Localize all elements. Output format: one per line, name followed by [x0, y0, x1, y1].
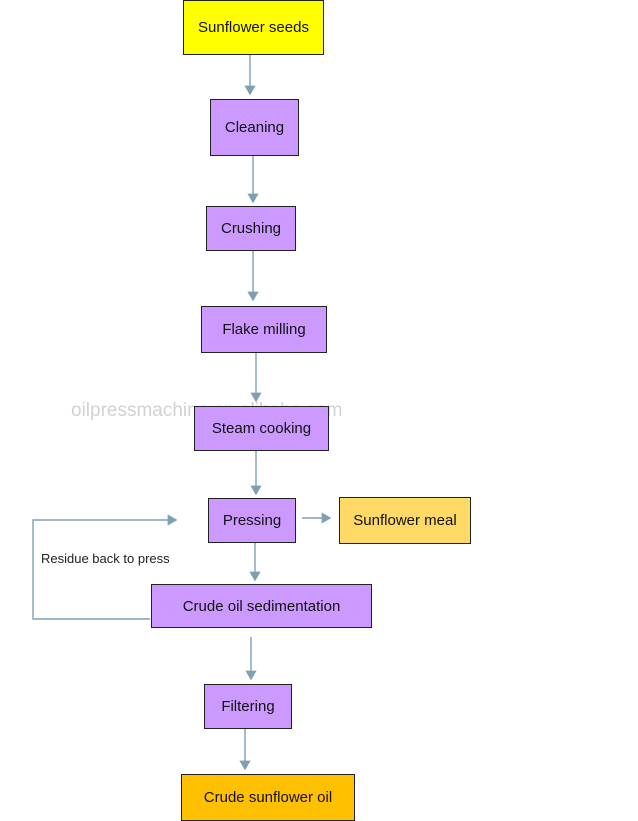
step-crude-oil-sedimentation: Crude oil sedimentation	[151, 584, 372, 628]
step-crushing: Crushing	[206, 206, 296, 251]
residue-loop-label: Residue back to press	[41, 551, 170, 566]
step-cleaning: Cleaning	[210, 99, 299, 156]
step-steam-cooking: Steam cooking	[194, 406, 329, 451]
step-filtering: Filtering	[204, 684, 292, 729]
step-flake-milling: Flake milling	[201, 306, 327, 353]
step-pressing: Pressing	[208, 498, 296, 543]
step-sunflower-meal: Sunflower meal	[339, 497, 471, 544]
arrow-residue-loop	[32, 514, 178, 620]
step-crude-sunflower-oil: Crude sunflower oil	[181, 774, 355, 821]
step-sunflower-seeds: Sunflower seeds	[183, 0, 324, 55]
